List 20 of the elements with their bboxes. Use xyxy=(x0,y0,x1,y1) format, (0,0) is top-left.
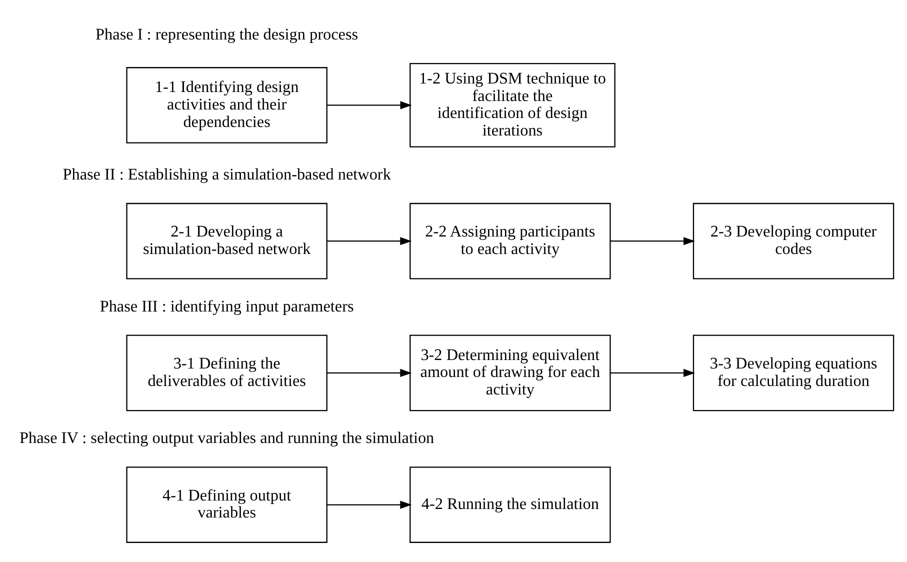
arrow xyxy=(327,237,412,246)
label: Phase III : identifying input parameters xyxy=(100,297,354,316)
arrow xyxy=(610,237,696,246)
node-box: 4-1 Defining output variables xyxy=(126,466,328,543)
node-box: 2-1 Developing a simulation-based network xyxy=(126,202,328,280)
node-box: 2-2 Assigning participants to each activity xyxy=(410,202,611,280)
node-box: 1-2 Using DSM technique to facilitate the identification of design iterations xyxy=(410,63,616,148)
node-box: 4-2 Running the simulation xyxy=(410,466,611,543)
arrow xyxy=(327,368,412,377)
node-box: 3-3 Developing equations for calculating duration xyxy=(692,334,894,412)
node-box: 3-2 Determining equivalent amount of drawing for each activity xyxy=(410,334,611,412)
label: Phase IV : selecting output variables and running the simulation xyxy=(19,429,434,448)
node-box: 1-1 Identifying design activities and their dependencies xyxy=(126,67,328,144)
arrow xyxy=(327,101,412,110)
label: Phase I : representing the design process xyxy=(96,26,358,44)
arrow xyxy=(610,368,696,377)
label: Phase II : Establishing a simulation-based network xyxy=(62,165,391,184)
node-box: 3-1 Defining the deliverables of activities xyxy=(126,334,328,412)
arrow xyxy=(327,500,412,509)
node-box: 2-3 Developing computer codes xyxy=(692,202,894,280)
